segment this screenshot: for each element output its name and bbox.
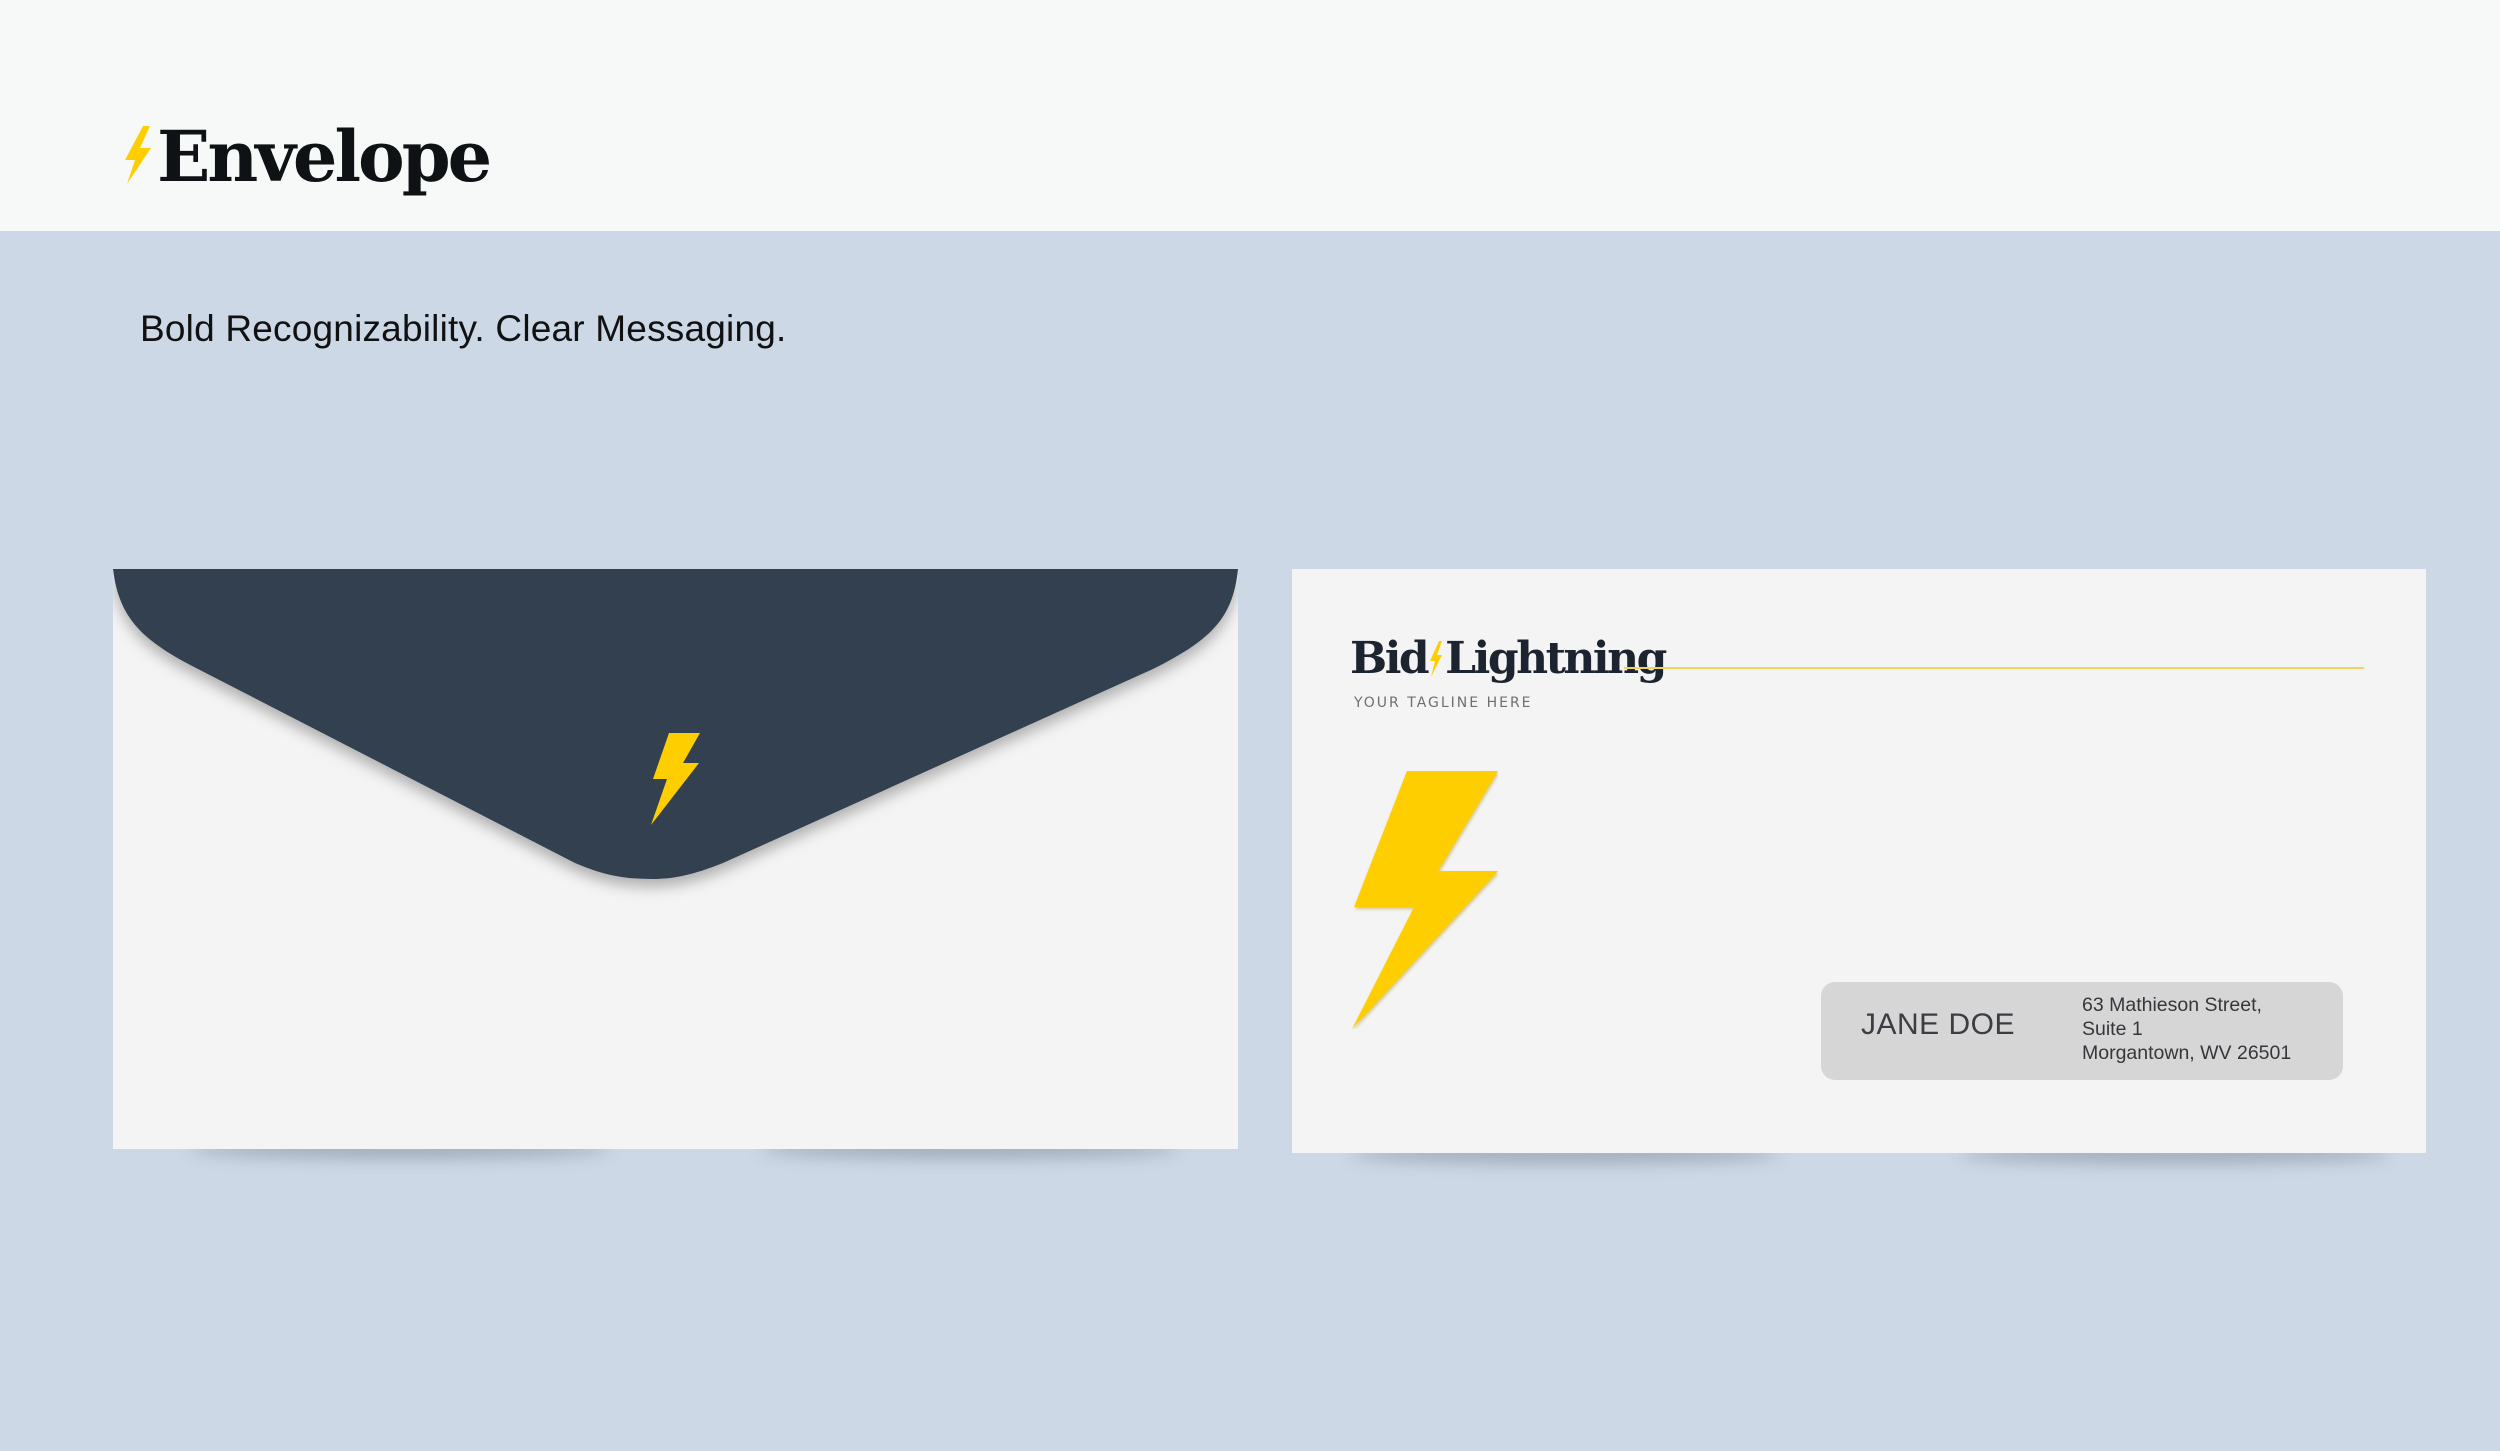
lightning-bolt-icon xyxy=(125,126,151,184)
brand-logo: Bid Lightning YOUR TAGLINE HERE xyxy=(1350,633,1667,712)
recipient-address: 63 Mathieson Street, Suite 1 Morgantown,… xyxy=(2082,993,2291,1065)
brand-name: Bid Lightning xyxy=(1350,633,1667,684)
lightning-bolt-icon xyxy=(651,733,700,825)
address-window: JANE DOE 63 Mathieson Street, Suite 1 Mo… xyxy=(1821,982,2343,1080)
header-bar xyxy=(0,0,2500,231)
envelope-flap xyxy=(113,569,1238,879)
address-line: 63 Mathieson Street, xyxy=(2082,994,2262,1016)
address-line: Morgantown, WV 26501 xyxy=(2082,1042,2292,1064)
envelope-back xyxy=(113,569,1238,1149)
brand-name-part2: Lightning xyxy=(1445,633,1667,684)
header-rule xyxy=(1624,667,2364,669)
envelope-front: Bid Lightning YOUR TAGLINE HERE JANE DOE… xyxy=(1292,569,2426,1153)
brand-name-part1: Bid xyxy=(1350,633,1430,684)
envelope-flap-graphic xyxy=(113,569,1238,879)
address-line: Suite 1 xyxy=(2082,1018,2143,1040)
page-title: Envelope xyxy=(157,115,492,198)
lightning-bolt-icon xyxy=(1352,771,1498,1029)
page-title-group: Envelope xyxy=(121,112,492,202)
subtitle: Bold Recognizability. Clear Messaging. xyxy=(140,308,787,349)
lightning-bolt-icon xyxy=(1430,641,1443,677)
recipient-name: JANE DOE xyxy=(1861,1008,2016,1041)
brand-tagline: YOUR TAGLINE HERE xyxy=(1354,695,1533,711)
